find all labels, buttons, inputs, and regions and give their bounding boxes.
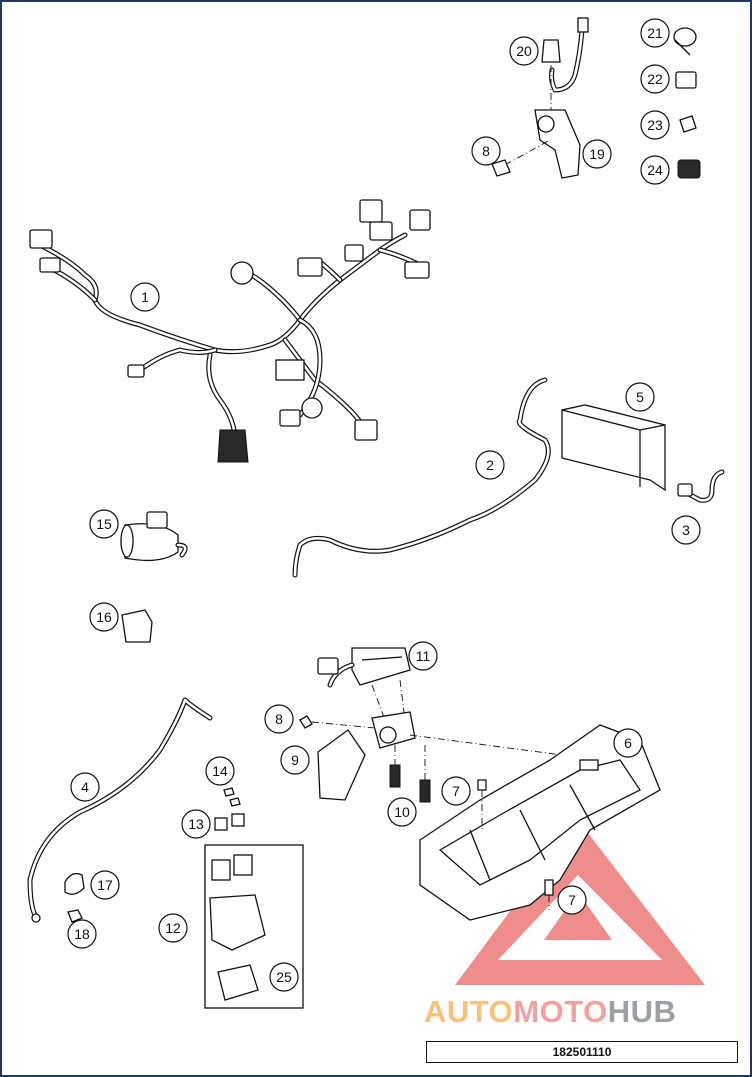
callout-label: 7 (568, 892, 576, 908)
drawing-number: 182501110 (426, 1041, 738, 1063)
callout-label: 13 (188, 816, 204, 832)
callout-label: 9 (291, 752, 299, 768)
callout-15: 15 (89, 509, 119, 539)
ignition-cluster (491, 17, 589, 179)
watermark-logo-part: AUTO (424, 994, 514, 1029)
callout-label: 18 (74, 926, 90, 942)
callout-8a: 8 (471, 136, 501, 166)
rear-tray (419, 724, 661, 921)
ground-cable-part-4 (27, 697, 213, 923)
callout-label: 8 (482, 143, 490, 159)
watermark-logo-part: HUB (607, 994, 677, 1029)
callout-3: 3 (671, 515, 701, 545)
callout-12: 12 (158, 913, 188, 943)
callout-label: 25 (276, 969, 292, 985)
callout-25: 25 (269, 962, 299, 992)
callout-label: 7 (452, 783, 460, 799)
callout-6: 6 (613, 728, 643, 758)
callout-label: 2 (486, 457, 494, 473)
watermark-logo-part: MOTO (513, 994, 608, 1029)
fuses (214, 787, 245, 831)
callout-1: 1 (130, 282, 160, 312)
watermark-triangle (455, 820, 705, 985)
callout-7a: 7 (441, 776, 471, 806)
callout-label: 1 (141, 289, 149, 305)
callout-10: 10 (387, 797, 417, 827)
callout-label: 8 (275, 711, 283, 727)
callout-label: 22 (647, 71, 663, 87)
callout-5: 5 (625, 382, 655, 412)
callout-16: 16 (89, 602, 119, 632)
callout-23: 23 (640, 110, 670, 140)
callout-label: 4 (81, 779, 89, 795)
callout-label: 6 (624, 735, 632, 751)
callout-label: 3 (682, 522, 690, 538)
cap-and-nut (64, 872, 85, 923)
callout-label: 5 (636, 389, 644, 405)
fuse-box-kit (204, 844, 304, 1009)
callout-label: 16 (96, 609, 112, 625)
callout-label: 15 (96, 516, 112, 532)
callout-4: 4 (70, 772, 100, 802)
callout-label: 11 (416, 648, 431, 664)
callout-21: 21 (640, 18, 670, 48)
watermark-logo: AUTOMOTOHUB (424, 994, 746, 1030)
callout-9: 9 (280, 745, 310, 775)
connector-part-16 (121, 609, 153, 643)
callout-24: 24 (640, 155, 670, 185)
callout-label: 14 (212, 763, 228, 779)
cable-part-3 (677, 469, 725, 503)
callout-18: 18 (67, 919, 97, 949)
mounting-plate (299, 711, 601, 803)
small-connectors (673, 27, 701, 179)
callout-19: 19 (582, 139, 612, 169)
callout-label: 17 (97, 877, 113, 893)
callout-13: 13 (181, 809, 211, 839)
main-wiring-harness (29, 199, 431, 463)
callout-2: 2 (475, 450, 505, 480)
callout-20: 20 (509, 36, 539, 66)
callout-label: 12 (165, 920, 181, 936)
callout-8b: 8 (264, 704, 294, 734)
callout-label: 20 (516, 43, 532, 59)
callout-14: 14 (205, 756, 235, 786)
callout-11: 11 (408, 641, 438, 671)
callout-7b: 7 (557, 885, 587, 915)
voltage-regulator (317, 647, 411, 721)
callout-label: 10 (394, 804, 410, 820)
callout-17: 17 (90, 870, 120, 900)
callout-22: 22 (640, 64, 670, 94)
starter-relay-part-15 (120, 511, 188, 562)
battery (561, 404, 666, 492)
callout-label: 21 (647, 25, 663, 41)
callout-label: 24 (647, 162, 663, 178)
cable-part-2 (292, 377, 551, 578)
callout-label: 23 (647, 117, 663, 133)
callout-label: 19 (589, 146, 605, 162)
